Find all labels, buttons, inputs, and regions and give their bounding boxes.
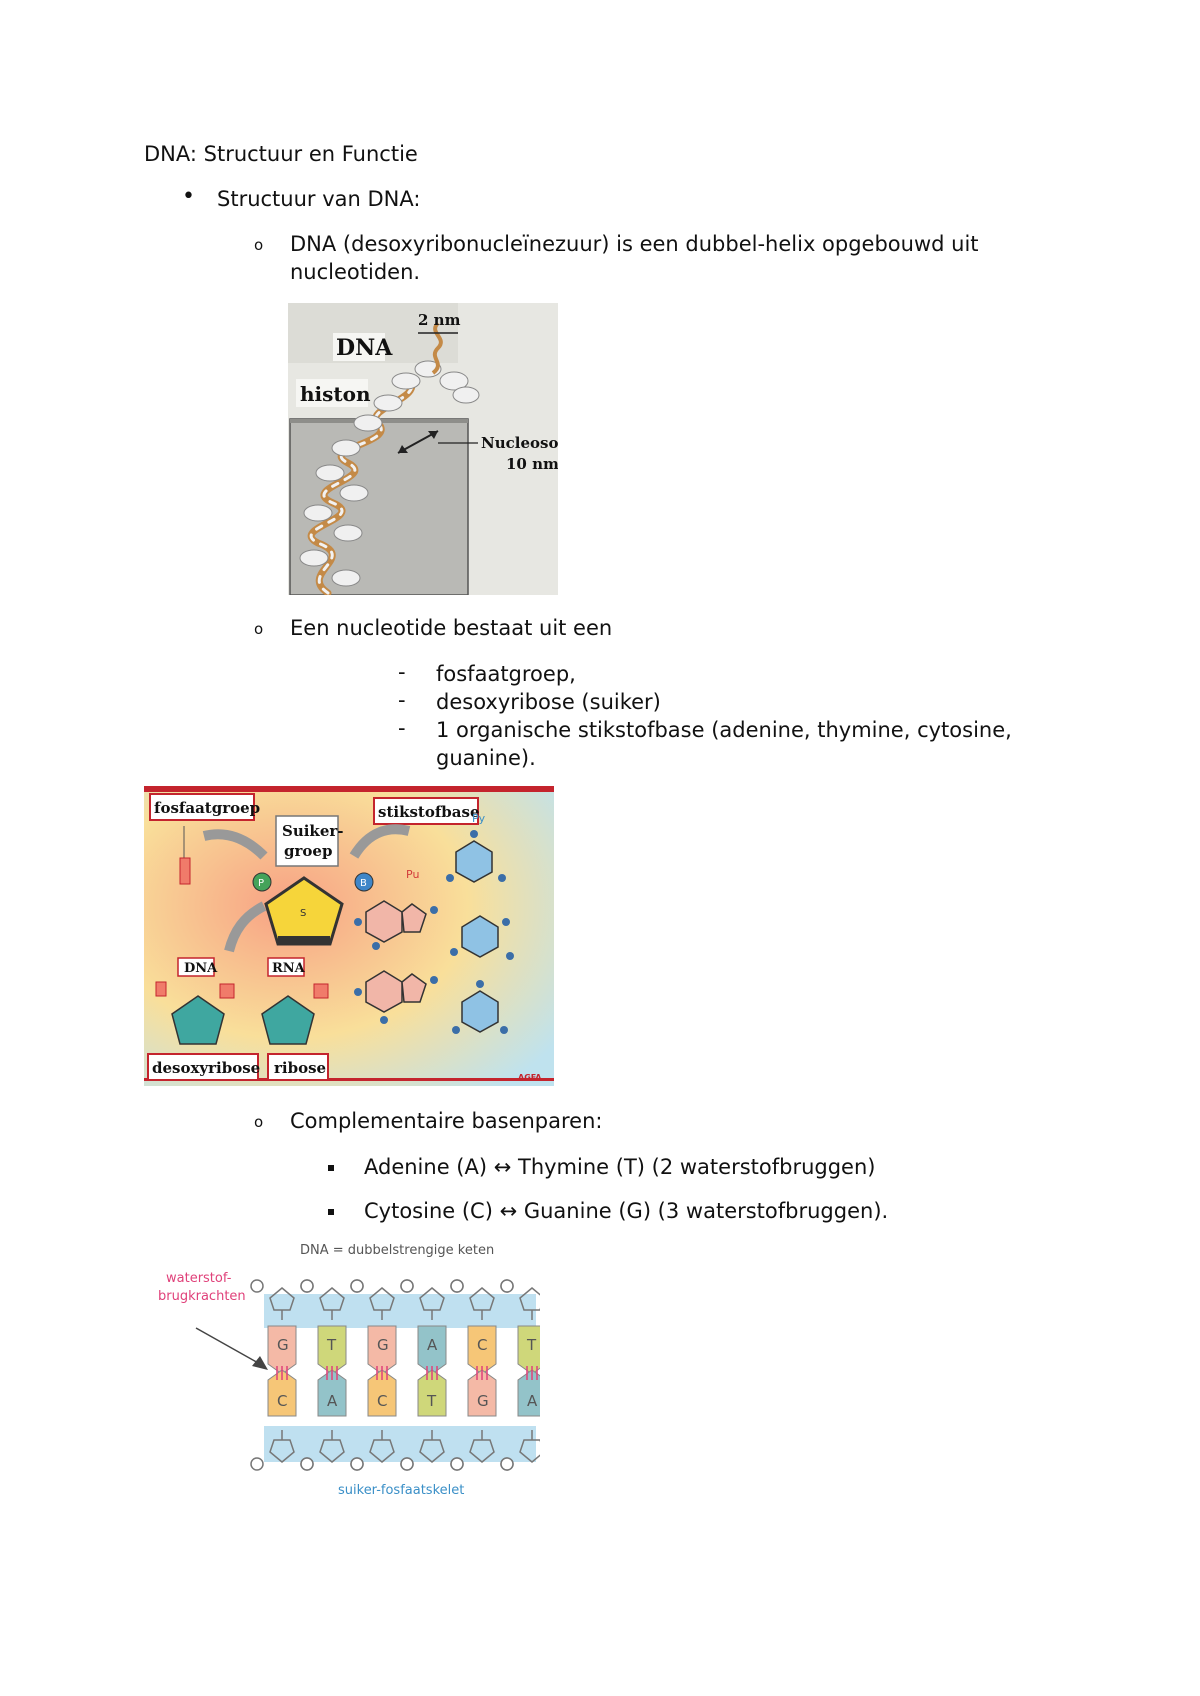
section-heading-colon: : — [413, 187, 421, 211]
label-10nm: 10 nm — [506, 455, 558, 473]
dash-bullet: - — [398, 688, 406, 712]
base-bottom — [517, 1369, 540, 1417]
base-letter-top: T — [326, 1336, 337, 1354]
pair-cytosine-guanine: Cytosine (C) ↔ Guanine (G) (3 waterstofb… — [364, 1199, 889, 1223]
base-top — [317, 1325, 347, 1375]
pair-adenine-thymine: Adenine (A) ↔ Thymine (T) (2 waterstofbr… — [364, 1155, 876, 1179]
base-letter-top: G — [377, 1336, 389, 1354]
sub-item-fosfaatgroep: fosfaatgroep, — [436, 662, 576, 686]
label-suiker-1: Suiker- — [282, 822, 344, 840]
base-top — [417, 1325, 447, 1375]
phosphate-circle — [350, 1457, 364, 1471]
nucleosome-figure: 2 nm DNA histon Nucleosoom 10 nm — [288, 303, 558, 595]
base-letter-bottom: C — [377, 1392, 387, 1410]
label-p: P — [258, 878, 264, 889]
square-bullet — [328, 1209, 334, 1215]
top-strand-band — [264, 1294, 536, 1328]
bottom-strand-band — [264, 1426, 536, 1462]
label-rna-sugar: RNA — [272, 961, 306, 976]
label-dna-sugar: DNA — [184, 961, 218, 976]
phosphate-circle — [450, 1457, 464, 1471]
base-bottom — [317, 1369, 347, 1417]
nucleotide-figure: fosfaatgroep stikstofbase Suiker- groep … — [144, 786, 554, 1086]
basepair-figure: DNA = dubbelstrengige keten waterstof- b… — [148, 1240, 540, 1502]
phosphate-circle — [250, 1279, 264, 1293]
item-dna-definition-line2: nucleotiden. — [290, 260, 421, 284]
base-top — [267, 1325, 297, 1375]
dash-bullet: - — [398, 716, 406, 740]
base-letter-bottom: A — [527, 1392, 538, 1410]
phosphate-circle — [250, 1457, 264, 1471]
base-letter-top: A — [427, 1336, 438, 1354]
dash-bullet: - — [398, 660, 406, 684]
label-left-2: brugkrachten — [158, 1289, 246, 1304]
label-s: S — [300, 908, 306, 919]
base-letter-top: C — [477, 1336, 487, 1354]
section-heading-text: Structuur van DNA — [217, 187, 414, 211]
base-top — [467, 1325, 497, 1375]
label-b: B — [360, 878, 367, 889]
label-py: Py — [472, 812, 486, 825]
base-top — [517, 1325, 540, 1375]
item-dna-definition-line1: DNA (desoxyribonucleïnezuur) is een dubb… — [290, 232, 979, 256]
page-title: DNA: Structuur en Functie — [144, 142, 418, 166]
sub-item-stikstofbase-line1: 1 organische stikstofbase (adenine, thym… — [436, 718, 1012, 742]
phosphate-circle — [350, 1279, 364, 1293]
bullet-dot: • — [182, 184, 195, 209]
nucleosome-svg: 2 nm DNA histon Nucleosoom 10 nm — [288, 303, 558, 595]
phosphate-circle — [500, 1457, 514, 1471]
label-suiker-2: groep — [284, 842, 332, 860]
circle-bullet: o — [254, 236, 264, 254]
circle-bullet: o — [254, 620, 264, 638]
phosphate-circle — [300, 1279, 314, 1293]
base-letter-bottom: A — [327, 1392, 338, 1410]
base-letter-top: G — [277, 1336, 289, 1354]
circle-bullet: o — [254, 1113, 264, 1131]
label-histon: histon — [300, 382, 371, 406]
phosphate-circle — [400, 1457, 414, 1471]
square-bullet — [328, 1165, 334, 1171]
label-stikstofbase: stikstofbase — [378, 803, 480, 821]
label-fosfaatgroep: fosfaatgroep — [154, 799, 260, 817]
label-2nm: 2 nm — [418, 311, 461, 329]
label-top: DNA = dubbelstrengige keten — [300, 1243, 494, 1258]
base-letter-bottom: C — [277, 1392, 287, 1410]
phosphate-circle — [450, 1279, 464, 1293]
label-desoxyribose: desoxyribose — [152, 1059, 260, 1077]
item-basenparen: Complementaire basenparen: — [290, 1109, 603, 1133]
label-agfa: AGFA — [518, 1073, 542, 1082]
basepair-svg: DNA = dubbelstrengige keten waterstof- b… — [148, 1240, 540, 1502]
item-nucleotide: Een nucleotide bestaat uit een — [290, 616, 613, 640]
label-ribose: ribose — [274, 1059, 326, 1077]
base-letter-top: T — [526, 1336, 537, 1354]
base-bottom — [267, 1369, 297, 1417]
base-letter-bottom: G — [477, 1392, 489, 1410]
base-letter-bottom: T — [426, 1392, 437, 1410]
phosphate-circle — [500, 1279, 514, 1293]
base-bottom — [367, 1369, 397, 1417]
label-dna: DNA — [336, 335, 393, 361]
base-top — [367, 1325, 397, 1375]
phosphate-circle — [400, 1279, 414, 1293]
nucleotide-svg: fosfaatgroep stikstofbase Suiker- groep … — [144, 786, 554, 1086]
label-bottom: suiker-fosfaatskelet — [338, 1483, 464, 1498]
base-bottom — [417, 1369, 447, 1417]
sub-item-desoxyribose: desoxyribose (suiker) — [436, 690, 661, 714]
label-nucleosoom: Nucleosoom — [481, 434, 558, 452]
sub-item-stikstofbase-line2: guanine). — [436, 746, 536, 770]
phosphate-circle — [300, 1457, 314, 1471]
label-pu: Pu — [406, 868, 419, 881]
section-heading: Structuur van DNA: — [217, 185, 420, 213]
base-bottom — [467, 1369, 497, 1417]
label-left-1: waterstof- — [166, 1271, 232, 1286]
